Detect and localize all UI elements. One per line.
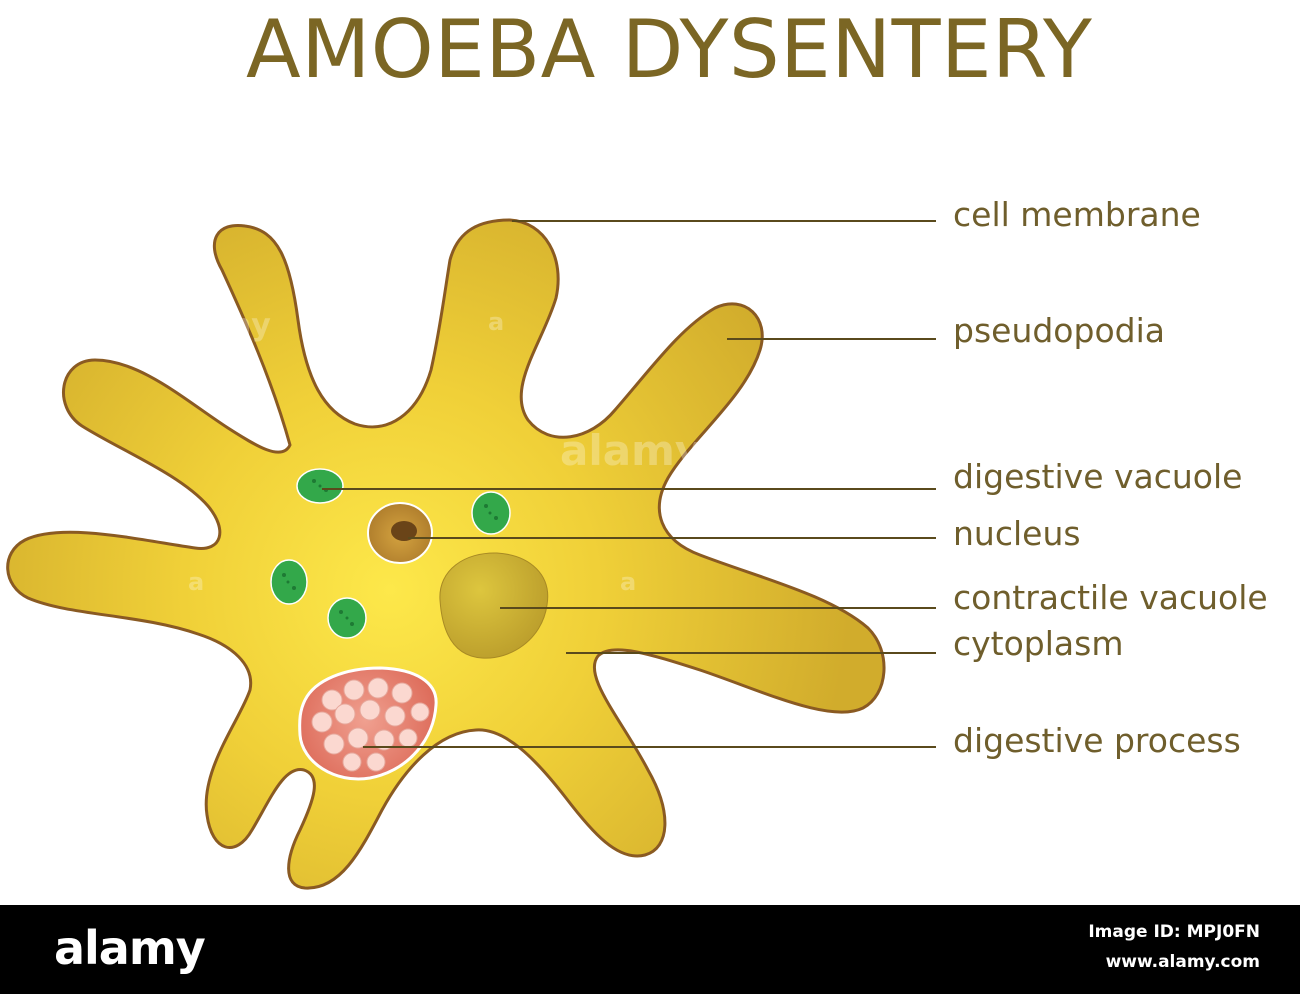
footer-image-id: Image ID: MPJ0FN	[1088, 922, 1260, 942]
leader-lines	[322, 220, 936, 748]
food-vacuole	[298, 666, 438, 781]
watermark-fragment: my	[220, 308, 271, 343]
label-digestive-process: digestive process	[953, 721, 1241, 760]
watermark-fragment: a	[188, 568, 204, 596]
label-cytoplasm: cytoplasm	[953, 624, 1124, 663]
watermark-fragment: a	[620, 568, 636, 596]
label-digestive-vacuole: digestive vacuole	[953, 457, 1243, 496]
vacuole-speckles	[282, 479, 498, 626]
label-contractile-vacuole: contractile vacuole	[953, 578, 1268, 617]
label-cell-membrane: cell membrane	[953, 195, 1201, 234]
watermark-fragment: a	[488, 308, 504, 336]
cell-membrane	[6, 218, 886, 890]
footer-site: www.alamy.com	[1105, 952, 1260, 972]
footer-bar: alamy Image ID: MPJ0FN www.alamy.com	[0, 905, 1300, 994]
label-nucleus: nucleus	[953, 514, 1081, 553]
amoeba-diagram: alamy my a a a	[6, 218, 936, 890]
diagram-title: AMOEBA DYSENTERY	[246, 3, 1093, 96]
nucleus	[367, 502, 433, 564]
label-pseudopodia: pseudopodia	[953, 311, 1165, 350]
contractile-vacuole	[439, 552, 549, 659]
watermark-text: alamy	[560, 426, 702, 475]
footer-meta: Image ID: MPJ0FN www.alamy.com	[1088, 917, 1260, 977]
footer-brand-logo: alamy	[54, 921, 206, 975]
watermark: alamy my a a a	[188, 308, 702, 596]
